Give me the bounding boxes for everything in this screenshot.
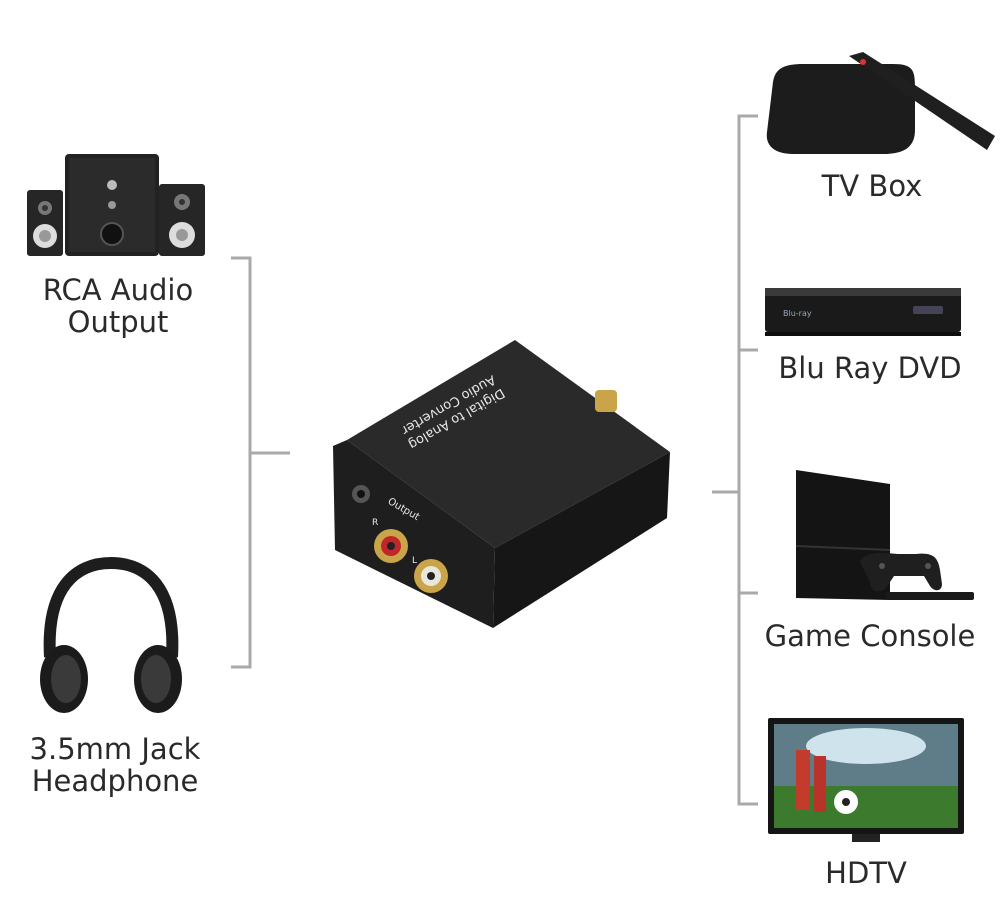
converter-l-label: L: [412, 556, 418, 566]
hdtv-icon: [768, 718, 964, 842]
game-console-icon: [795, 470, 974, 600]
speaker-system-icon: [27, 154, 205, 256]
svg-text:Blu-ray: Blu-ray: [783, 309, 812, 318]
label-blu-ray-dvd: Blu Ray DVD: [778, 351, 962, 385]
label-tv-box: TV Box: [821, 169, 923, 203]
blu-ray-player-icon: Blu-ray: [765, 288, 961, 336]
label-game-console: Game Console: [764, 619, 976, 653]
dac-converter-icon: [333, 340, 670, 628]
label-headphone: 3.5mm Jack Headphone: [29, 732, 201, 798]
tv-box-icon: [766, 52, 995, 154]
label-rca-audio-output: RCA Audio Output: [42, 273, 194, 339]
headphone-icon: [40, 556, 182, 713]
label-hdtv: HDTV: [825, 856, 907, 890]
converter-r-label: R: [372, 518, 379, 528]
